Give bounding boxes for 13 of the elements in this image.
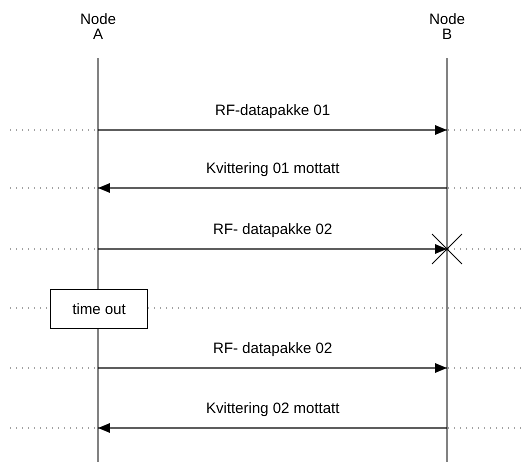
arrow: [98, 363, 447, 373]
message-label: RF-datapakke 01: [215, 102, 330, 120]
arrow: [98, 423, 447, 433]
participant-name: Node A: [79, 12, 117, 42]
message-label: RF- datapakke 02: [213, 221, 332, 239]
message-label: RF- datapakke 02: [213, 340, 332, 358]
arrow: [98, 183, 447, 193]
arrow: [98, 244, 447, 254]
message-label: Kvittering 01 mottatt: [206, 160, 340, 178]
message-label: Kvittering 02 mottatt: [206, 400, 340, 418]
arrow: [98, 125, 447, 135]
participant-name: Node B: [428, 12, 466, 42]
timer-box: time out: [50, 289, 148, 329]
